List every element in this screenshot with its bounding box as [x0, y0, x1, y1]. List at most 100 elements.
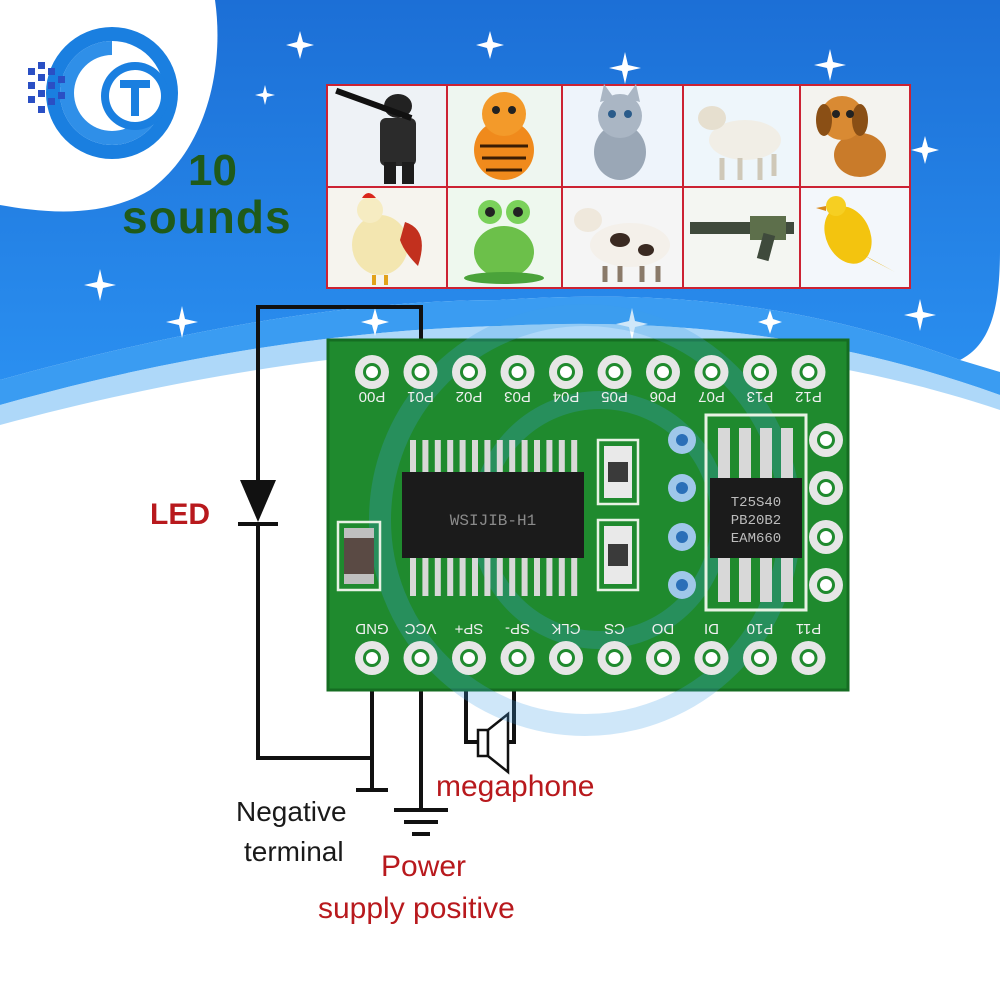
top-pin-label: P02	[456, 388, 483, 405]
right-pin-pad	[809, 520, 843, 554]
chip-pin	[422, 556, 429, 596]
star-icon	[609, 52, 641, 84]
frog-icon	[448, 188, 561, 287]
chip-pin	[434, 556, 441, 596]
chip-pin	[459, 556, 466, 596]
sounds-count: 10	[188, 146, 237, 195]
chip-pin	[410, 440, 416, 474]
flash-pin	[739, 556, 751, 602]
sounds-title: sounds	[122, 191, 292, 243]
chip-pin	[521, 440, 528, 474]
chip-pin	[521, 556, 528, 596]
top-pin-pad	[791, 355, 826, 389]
bottom-pin-label: CS	[604, 620, 625, 637]
flash-pin	[718, 428, 730, 480]
right-pin-pad	[809, 568, 843, 602]
led-diode-icon	[238, 480, 278, 526]
chip-pin	[558, 556, 565, 596]
brand-logo	[28, 27, 178, 159]
chip-pin	[509, 440, 516, 474]
top-pin-label: P01	[407, 388, 434, 405]
chip-pin	[496, 556, 503, 596]
flash-pin	[760, 556, 772, 602]
canary-icon	[801, 188, 909, 287]
main-chip-label: WSIJIB-H1	[450, 512, 536, 530]
top-pin-label: P06	[650, 388, 677, 405]
bottom-pin-pad	[597, 641, 632, 675]
led-label: LED	[150, 498, 210, 531]
chip-pin	[496, 440, 503, 474]
star-icon	[616, 308, 648, 340]
top-pin-label: P07	[698, 388, 725, 405]
chip-pin	[434, 440, 441, 474]
chip-pin	[422, 440, 429, 474]
bottom-pin-label: GND	[355, 620, 389, 637]
power-supply-label-line2: supply positive	[318, 892, 515, 925]
bottom-pin-label: VCC	[404, 620, 436, 637]
bottom-pin-pad	[355, 641, 389, 675]
chip-pin	[571, 556, 578, 596]
rooster-icon	[328, 188, 446, 287]
bottom-pin-pad	[452, 641, 486, 675]
chip-pin	[509, 556, 516, 596]
bottom-pin-pad	[549, 641, 583, 675]
flash-pin	[781, 556, 793, 602]
sounds-grid	[326, 84, 911, 289]
bottom-pin-label: P11	[796, 620, 822, 637]
top-pin-label: P00	[359, 388, 386, 405]
top-pin-pad	[743, 355, 777, 389]
top-pin-label: P12	[795, 388, 822, 405]
flash-chip	[710, 478, 802, 558]
dog-icon	[801, 86, 909, 186]
star-icon	[904, 299, 936, 331]
right-pin-pad	[809, 423, 843, 457]
test-pad	[668, 474, 696, 502]
star-icon	[758, 310, 782, 334]
bottom-pin-pad	[743, 641, 777, 675]
flash-chip-label-1: T25S40	[731, 495, 781, 511]
megaphone-label: megaphone	[436, 770, 595, 803]
bottom-pin-pad	[791, 641, 826, 675]
star-icon	[286, 31, 314, 59]
chip-pin	[447, 556, 454, 596]
stars	[84, 31, 939, 340]
chip-pin	[410, 556, 416, 596]
top-pin-label: P05	[601, 388, 628, 405]
top-pin-pad	[355, 355, 389, 389]
top-pin-label: P03	[504, 388, 531, 405]
chip-pin	[484, 556, 491, 596]
chip-pin	[459, 440, 466, 474]
cat-icon	[563, 84, 682, 186]
flash-chip-label-2: PB20B2	[731, 513, 781, 529]
star-icon	[84, 269, 116, 301]
soldier-icon	[328, 86, 446, 186]
chip-pin	[484, 440, 491, 474]
right-pin-pad	[809, 471, 843, 505]
flash-pin	[760, 428, 772, 480]
top-pin-label: P13	[747, 388, 774, 405]
top-pin-pad	[597, 355, 632, 389]
bottom-pin-label: CLK	[551, 620, 580, 637]
top-pin-pad	[646, 355, 680, 389]
negative-terminal-label-line2: terminal	[244, 836, 344, 867]
chip-pin	[534, 440, 540, 474]
chip-pin	[558, 440, 565, 474]
bottom-pin-label: P10	[747, 620, 774, 637]
power-supply-label-line1: Power	[381, 850, 467, 883]
bottom-pin-pad	[694, 641, 729, 675]
bottom-pin-label: SP-	[505, 620, 530, 637]
bottom-pin-label: DO	[652, 620, 675, 637]
test-pad	[668, 571, 696, 599]
flash-pin	[739, 428, 751, 480]
chip-pin	[546, 440, 553, 474]
chip-pin	[472, 440, 478, 474]
flash-pin	[781, 428, 793, 480]
star-icon	[255, 85, 275, 105]
star-icon	[476, 31, 504, 59]
bottom-pin-pad	[646, 641, 680, 675]
top-pin-pad	[694, 355, 729, 389]
chip-pin	[571, 440, 578, 474]
